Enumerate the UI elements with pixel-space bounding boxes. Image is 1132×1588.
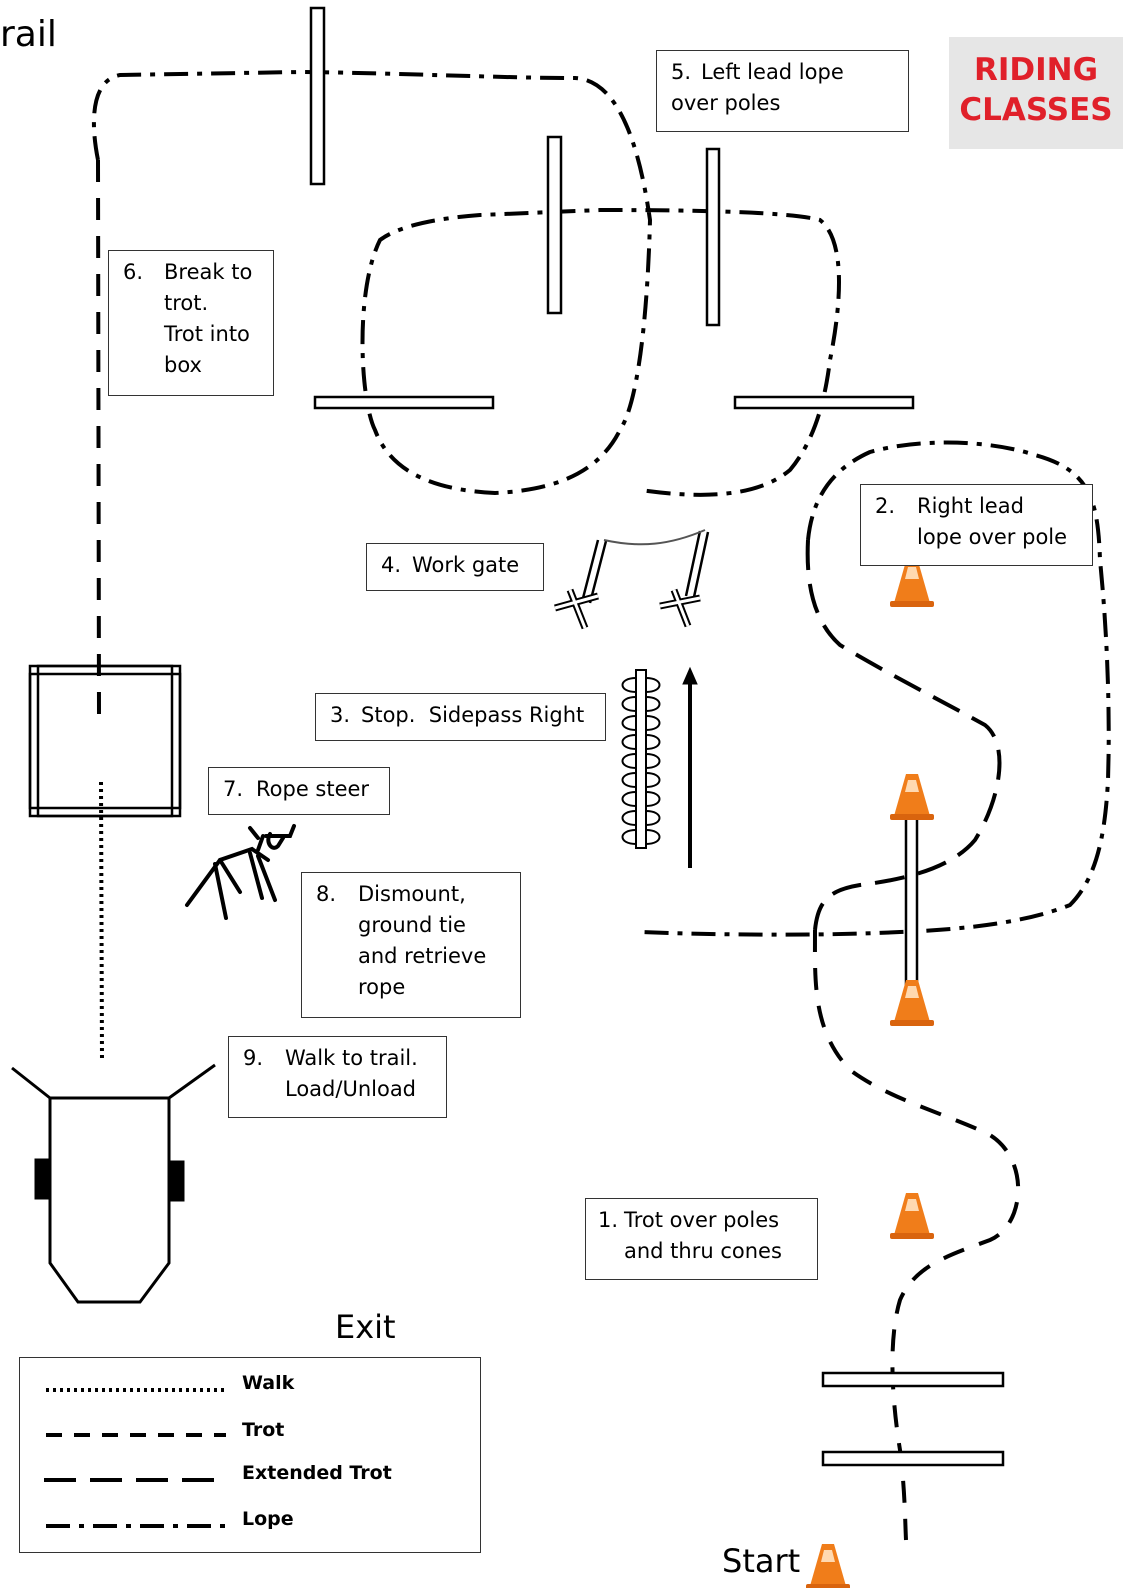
pole-top-vertical	[309, 6, 326, 186]
cone-icon	[890, 1193, 934, 1239]
cone-icon	[890, 980, 934, 1026]
step-label-7: 7. Rope steer	[208, 767, 390, 815]
legend-label-walk: Walk	[242, 1372, 295, 1394]
legend: Walk Trot Extended Trot Lope	[19, 1357, 481, 1553]
steer-obstacle	[185, 824, 296, 920]
gate-obstacle	[554, 529, 710, 630]
sidepass-arrow	[682, 666, 698, 868]
legend-label-lope: Lope	[242, 1508, 294, 1530]
pole-mid-vertical-2	[705, 147, 721, 327]
step-label-9: 9. Walk to trail. Load/Unload	[228, 1036, 447, 1118]
pole-start-2	[821, 1450, 1005, 1467]
legend-row-extended-trot: Extended Trot	[20, 1458, 480, 1498]
riding-classes-badge: RIDING CLASSES	[949, 37, 1123, 149]
step-label-8: 8. Dismount, ground tie and retrieve rop…	[301, 872, 521, 1018]
box-obstacle	[28, 664, 182, 818]
lope-path-right	[639, 440, 1111, 937]
title-fragment: rail	[0, 14, 57, 55]
step-label-4: 4. Work gate	[366, 543, 544, 591]
legend-label-extended-trot: Extended Trot	[242, 1462, 392, 1484]
ext-trot-path-right	[805, 539, 1002, 931]
trailer-obstacle	[11, 1063, 216, 1304]
legend-row-lope: Lope	[20, 1504, 480, 1544]
badge-line-2: CLASSES	[959, 92, 1113, 128]
step-label-5: 5. Left lead lope over poles	[656, 50, 909, 132]
pole-start-1	[821, 1371, 1005, 1388]
step-label-6: 6. Break to trot. Trot into box	[108, 250, 274, 396]
cone-icon	[890, 561, 934, 607]
legend-row-trot: Trot	[20, 1415, 480, 1455]
pole-horizontal-left	[313, 395, 495, 410]
legend-row-walk: Walk	[20, 1368, 480, 1408]
pole-horizontal-right	[733, 395, 915, 410]
step-label-1: 1. Trot over poles and thru cones	[585, 1198, 818, 1280]
step-label-3: 3. Stop. Sidepass Right	[315, 693, 606, 741]
cone-icon	[806, 1544, 850, 1588]
pole-right-vertical	[904, 788, 919, 1002]
exit-label: Exit	[335, 1308, 396, 1346]
badge-line-1: RIDING	[973, 52, 1099, 88]
start-label: Start	[722, 1542, 801, 1580]
sidepass-obstacle	[621, 669, 661, 849]
walk-path	[99, 781, 104, 1063]
trot-path-left	[96, 159, 101, 721]
pole-mid-vertical-1	[546, 135, 563, 315]
lope-path-upper	[92, 69, 841, 497]
step-label-2: 2. Right lead lope over pole	[860, 484, 1093, 566]
legend-label-trot: Trot	[242, 1419, 285, 1441]
cone-icon	[890, 774, 934, 820]
